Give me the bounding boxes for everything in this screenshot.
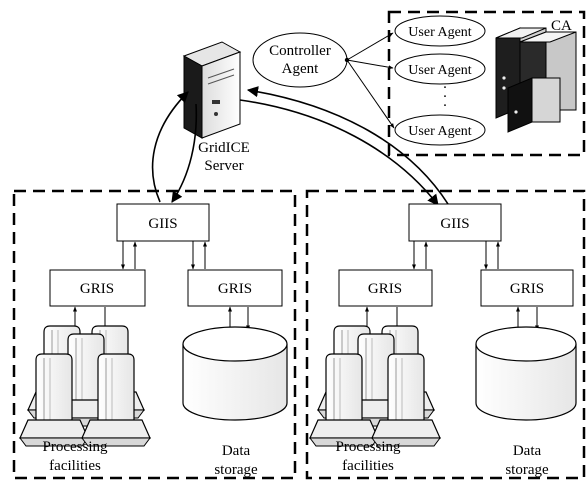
user-agent-3 [394,114,486,146]
controller-agent-label-1: Controller [269,43,331,59]
ellipsis-dot-1: · [443,80,448,96]
data-storage-left-label-1: Data [222,443,251,459]
domain-right: GIIS GRIS GRIS Processing facilities Dat… [309,203,577,478]
gris-right-2 [480,269,574,307]
processing-facilities-right-icon [309,325,441,447]
ca-boundary [387,10,586,157]
data-storage-right-icon [475,326,577,421]
gridice-server-icon [182,41,242,139]
processing-facilities-left-label-2: facilities [49,458,101,474]
processing-facilities-right-label-1: Processing [336,439,401,455]
user-agent-1-label: User Agent [408,25,471,40]
controller-agent-label-2: Agent [282,61,319,77]
processing-facilities-left-icon [19,325,151,447]
user-agent-2 [394,53,486,85]
data-storage-left-icon [182,326,288,421]
ca-server-cluster-icon [495,27,577,133]
domain-right-boundary [305,189,586,480]
server-right-giis-arrows [239,86,449,206]
giis-left [116,203,210,242]
giis-right [408,203,502,242]
processing-facilities-left-label-1: Processing [43,439,108,455]
gris-left-1-label: GRIS [80,281,114,297]
gris-left-2 [187,269,283,307]
user-agent-2-label: User Agent [408,63,471,78]
user-agent-1 [394,15,486,47]
ca-label: CA [551,18,572,34]
domain-left-boundary [12,189,297,480]
ellipsis-dot-3: · [443,98,448,114]
gridice-server-label-1: GridICE [198,140,250,156]
giis-right-label: GIIS [440,216,469,232]
gris-right-1-label: GRIS [368,281,402,297]
data-storage-right-label-2: storage [505,462,549,478]
domain-left: GIIS GRIS GRIS Processing facilities [19,203,288,478]
ellipsis-dot-2: · [443,89,448,105]
controller-to-agents-arrows [344,32,395,129]
gridice-server-label-2: Server [204,158,243,174]
controller-agent [252,32,348,88]
giis-left-label: GIIS [148,216,177,232]
processing-facilities-right-label-2: facilities [342,458,394,474]
gris-right-2-label: GRIS [510,281,544,297]
gris-left-1 [49,269,146,307]
gris-left-2-label: GRIS [218,281,252,297]
user-agent-3-label: User Agent [408,124,471,139]
gris-right-1 [338,269,433,307]
data-storage-left-label-2: storage [214,462,258,478]
data-storage-right-label-1: Data [513,443,542,459]
